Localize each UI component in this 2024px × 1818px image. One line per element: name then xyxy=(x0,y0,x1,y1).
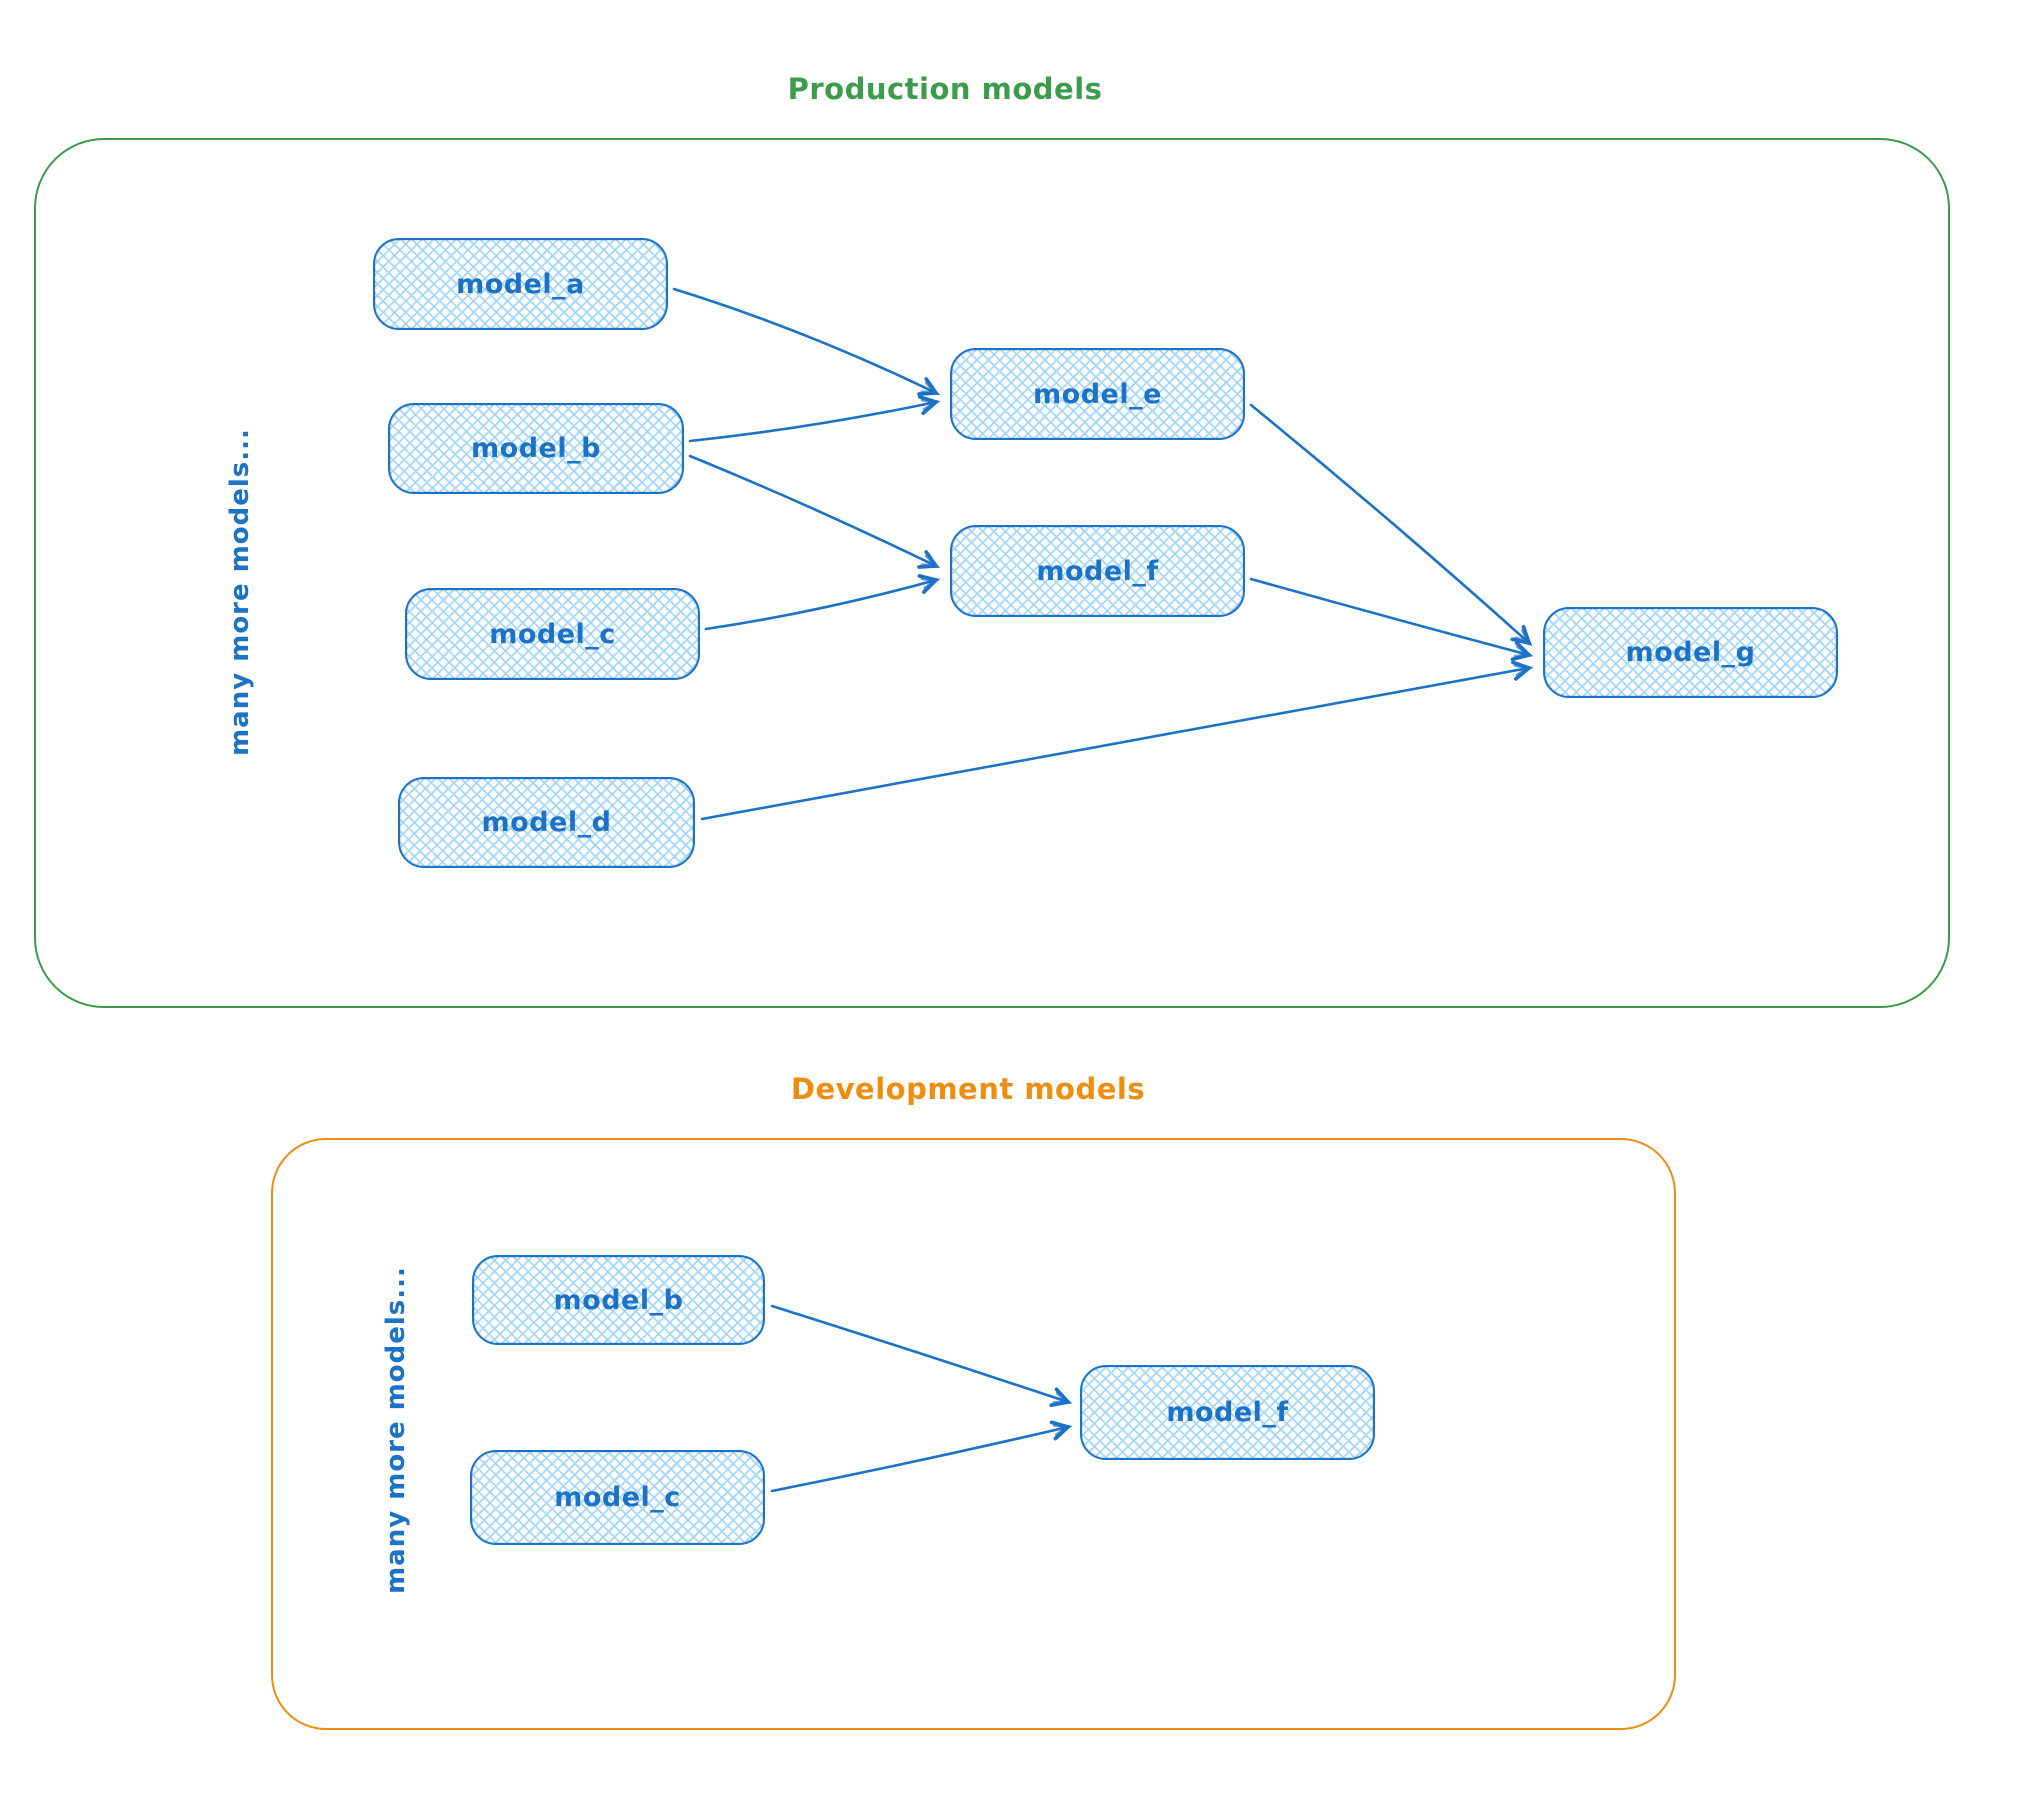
production-section-title: Production models xyxy=(787,72,1103,106)
node-label: model_c xyxy=(489,618,616,650)
node-model_g: model_g xyxy=(1543,607,1838,698)
development-section-title: Development models xyxy=(790,1072,1146,1106)
node-label: model_b xyxy=(471,433,601,464)
production-side-label: many more models... xyxy=(225,428,255,756)
node-model_d: model_d xyxy=(398,777,695,868)
node-model_a: model_a xyxy=(373,238,668,330)
node-model_b: model_b xyxy=(388,403,684,494)
development-side-label: many more models... xyxy=(381,1266,411,1594)
node-label: model_b xyxy=(553,1284,684,1316)
node-model_e: model_e xyxy=(950,348,1245,440)
node-label: model_f xyxy=(1036,555,1159,587)
node-dev-model_b: model_b xyxy=(472,1255,765,1345)
node-dev-model_f: model_f xyxy=(1080,1365,1375,1460)
node-label: model_c xyxy=(554,1482,681,1513)
node-label: model_e xyxy=(1033,378,1162,410)
node-label: model_a xyxy=(456,268,585,300)
node-label: model_f xyxy=(1166,1397,1289,1428)
node-model_c: model_c xyxy=(405,588,700,680)
node-label: model_g xyxy=(1625,637,1756,668)
node-model_f: model_f xyxy=(950,525,1245,617)
development-section-frame xyxy=(271,1138,1676,1730)
node-label: model_d xyxy=(481,807,612,838)
production-section-frame xyxy=(34,138,1950,1008)
node-dev-model_c: model_c xyxy=(470,1450,765,1545)
